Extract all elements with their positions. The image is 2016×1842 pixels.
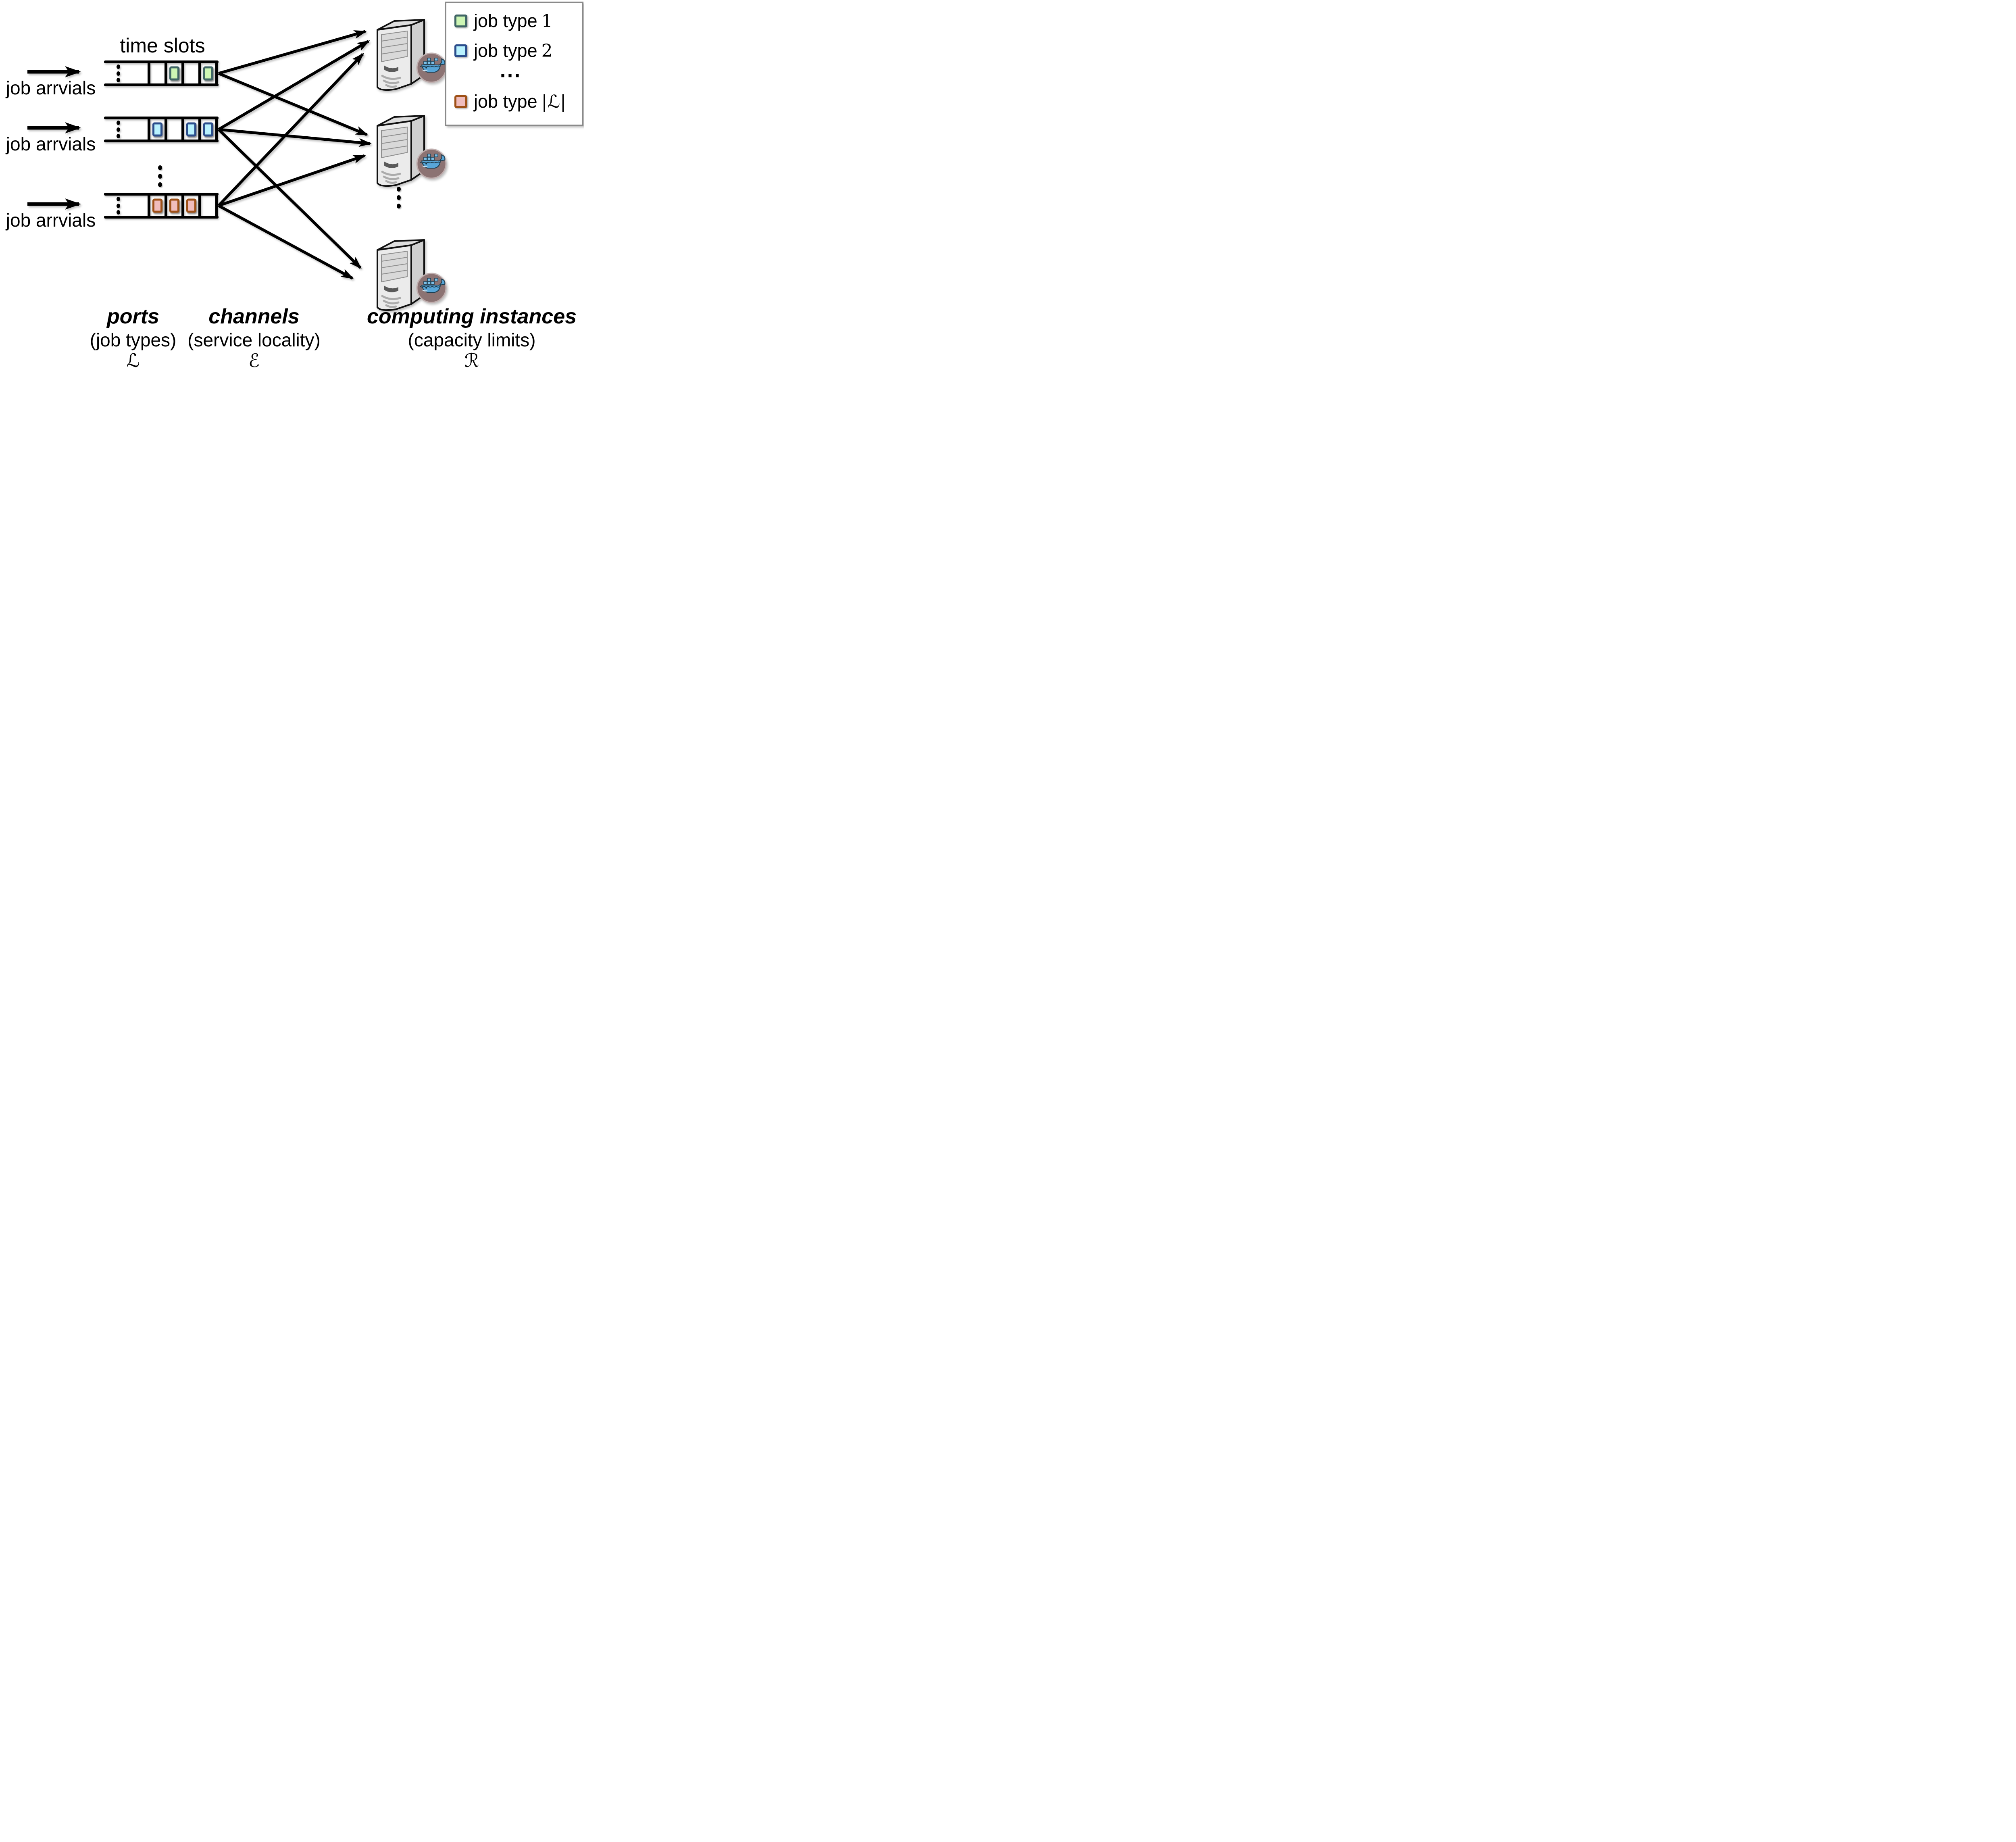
queue-slot-divider xyxy=(215,62,218,85)
channel-arrow-port1-instance2 xyxy=(218,72,369,136)
computing-instance-1 xyxy=(377,19,447,91)
job-type-1-swatch xyxy=(454,15,467,27)
job-arrivals-label-2: job arrvials xyxy=(6,133,96,154)
channel-arrows xyxy=(217,30,372,280)
queue-bottom-edge xyxy=(104,83,219,86)
ports-subtitle: (job types) xyxy=(90,329,177,350)
queue-port-1 xyxy=(104,60,219,86)
channel-arrow-port2-instance2 xyxy=(218,128,372,147)
docker-icon xyxy=(416,148,447,179)
legend-item-label: job type|ℒ| xyxy=(474,91,566,112)
job-arrival-arrows xyxy=(27,66,81,210)
ports-set-symbol: ℒ xyxy=(126,349,140,369)
job-square-pink xyxy=(169,198,179,213)
vertical-ellipsis-slots xyxy=(116,121,120,138)
queue-port-2 xyxy=(104,117,219,142)
job-square-green xyxy=(169,66,179,81)
queue-slot-divider xyxy=(165,62,167,85)
docker-icon xyxy=(416,273,447,303)
computing-instances-column-label: computing instances (capacity limits) ℛ xyxy=(363,306,581,369)
queue-slot-divider xyxy=(148,194,150,217)
computing-instance-3 xyxy=(377,239,447,311)
job-square-pink xyxy=(152,198,162,213)
job-arrivals-label-3: job arrvials xyxy=(6,210,96,231)
vertical-ellipsis-servers xyxy=(397,187,401,208)
computing-instances-title: computing instances xyxy=(367,305,577,328)
channel-arrows-layer xyxy=(27,30,372,280)
channel-arrow-port2-instance1 xyxy=(218,40,370,131)
queue-slot-divider xyxy=(198,62,201,85)
figure-canvas: time slots job arrvials job arrvials job… xyxy=(0,0,584,369)
queue-slot-divider xyxy=(165,118,167,141)
queue-slot-divider xyxy=(198,194,201,217)
queue-slot-divider xyxy=(181,62,184,85)
queue-bottom-edge xyxy=(104,216,219,219)
channels-set-symbol: ℰ xyxy=(248,349,260,369)
job-square-green xyxy=(203,66,213,81)
queue-slot-divider xyxy=(165,194,167,217)
legend-ellipsis: ⋯ xyxy=(499,63,523,87)
computing-instance-2 xyxy=(377,115,447,187)
vertical-ellipsis-slots xyxy=(116,197,120,215)
channels-column-label: channels (service locality) ℰ xyxy=(161,306,347,369)
channel-arrow-port3-instance3 xyxy=(218,204,354,280)
job-arrivals-label-1: job arrvials xyxy=(6,77,96,98)
job-square-cyan xyxy=(203,122,213,137)
queue-top-edge xyxy=(104,193,219,196)
channel-arrow-port1-instance1 xyxy=(218,30,367,75)
queue-slot-divider xyxy=(148,62,150,85)
queue-port-3 xyxy=(104,193,219,219)
ports-column-label: ports (job types) ℒ xyxy=(69,306,198,369)
job-square-pink xyxy=(186,198,196,213)
queue-slot-divider xyxy=(181,118,184,141)
channel-arrow-port3-instance2 xyxy=(218,154,366,207)
queue-bottom-edge xyxy=(104,140,219,142)
queue-top-edge xyxy=(104,60,219,63)
queue-slot-divider xyxy=(148,118,150,141)
queue-slot-divider xyxy=(181,194,184,217)
docker-icon xyxy=(416,52,447,83)
time-slots-label: time slots xyxy=(120,34,205,57)
channel-arrow-port2-instance3 xyxy=(217,128,362,269)
computing-instances-set-symbol: ℛ xyxy=(464,349,479,369)
channels-title: channels xyxy=(208,305,300,328)
channels-subtitle: (service locality) xyxy=(187,329,321,350)
legend-item-job-type-L: job type|ℒ| xyxy=(454,92,566,111)
job-square-cyan xyxy=(186,122,196,137)
queue-slot-divider xyxy=(215,194,218,217)
job-square-cyan xyxy=(152,122,162,137)
job-type-2-swatch xyxy=(454,44,467,57)
job-type-L-swatch xyxy=(454,95,467,108)
computing-instances-subtitle: (capacity limits) xyxy=(408,329,536,350)
channel-arrow-port3-instance1 xyxy=(217,53,364,207)
vertical-ellipsis-slots xyxy=(116,65,120,82)
queue-top-edge xyxy=(104,117,219,119)
ports-title: ports xyxy=(107,305,159,328)
vertical-ellipsis-queues xyxy=(158,165,162,187)
queue-slot-divider xyxy=(198,118,201,141)
queue-slot-divider xyxy=(215,118,218,141)
